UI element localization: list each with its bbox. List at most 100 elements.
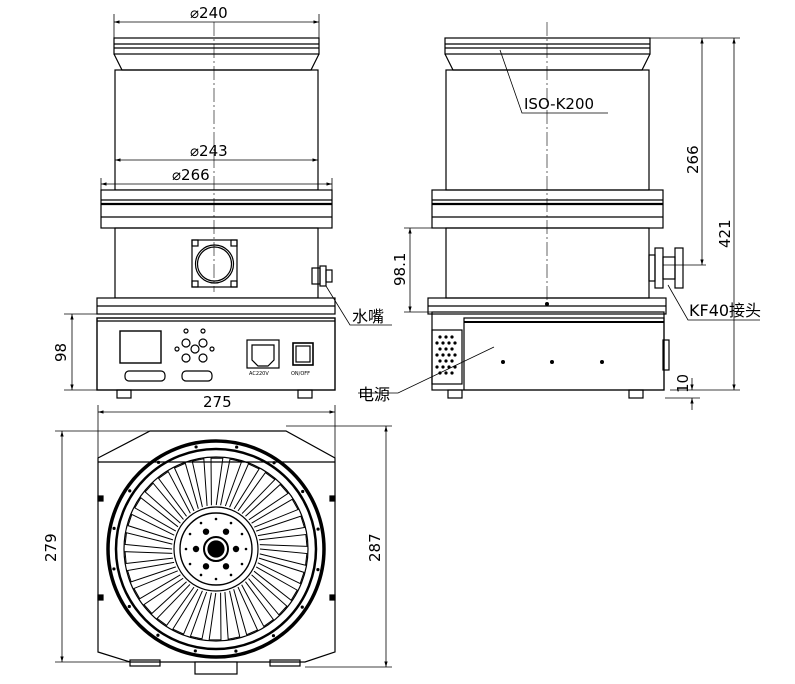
hub-bolt	[202, 528, 210, 535]
hub-hole	[240, 532, 244, 536]
side-controller-box	[431, 311, 665, 391]
rotor-blade	[241, 581, 275, 628]
front-top-flange	[113, 37, 320, 55]
rotor-blade	[156, 584, 195, 627]
rotor-blade	[257, 557, 305, 585]
front-connector-right	[181, 370, 213, 382]
rotor-blade	[210, 457, 224, 506]
hub-hole	[214, 577, 218, 581]
dim-total-height: 421	[716, 219, 734, 248]
dim-base-flange: ⌀266	[172, 166, 210, 184]
mount-hole	[156, 633, 160, 637]
dim-controller-height: 98	[52, 343, 70, 362]
rotor-blade	[191, 458, 208, 508]
side-upper-body	[445, 69, 650, 191]
front-controller-box	[96, 317, 336, 391]
label-iso-flange: ISO-K200	[524, 95, 594, 113]
dim-right-height: 287	[366, 533, 384, 562]
mount-hole	[156, 460, 161, 464]
rotor-blade	[256, 515, 306, 537]
rotor-blades	[124, 457, 308, 641]
rotor-blade	[233, 586, 259, 636]
mount-hole	[300, 605, 304, 609]
rotor-blade	[220, 458, 243, 507]
front-display	[119, 330, 162, 364]
hub-hole	[229, 573, 233, 577]
rotor-blade	[189, 591, 212, 640]
mount-hole	[271, 634, 276, 638]
label-kf-port: KF40接头	[689, 301, 761, 320]
mount-hole	[316, 568, 320, 572]
label-water-nozzle: 水嘴	[352, 307, 384, 326]
rotor-blade	[253, 566, 298, 602]
dim-body: ⌀243	[190, 142, 228, 160]
front-upper-body	[114, 69, 319, 191]
mount-hole	[235, 445, 239, 449]
hub-hole	[188, 532, 192, 536]
rotor-blade	[208, 592, 222, 641]
side-fan-grille	[431, 329, 463, 385]
hub-hole	[199, 573, 203, 577]
mount-hole	[272, 461, 276, 465]
rotor-blade	[124, 551, 174, 565]
mount-hole	[193, 649, 197, 653]
side-dimensions	[358, 37, 760, 410]
side-top-flange	[444, 37, 651, 55]
fan-grille-dots	[435, 302, 604, 375]
dim-port-height: 98.1	[391, 253, 409, 286]
rotor-blade	[126, 561, 176, 583]
dim-width: 275	[203, 393, 232, 411]
mount-hole	[234, 649, 238, 653]
rotor-blade	[237, 471, 276, 514]
dim-left-height: 279	[42, 533, 60, 562]
front-view	[96, 22, 336, 399]
mount-hole	[301, 489, 305, 494]
rotor-blade	[172, 588, 203, 635]
front-power-socket	[246, 339, 280, 369]
front-dimensions	[64, 14, 392, 391]
mount-hole	[112, 526, 116, 530]
dim-upper-height: 266	[684, 145, 702, 174]
bottom-outline	[97, 430, 336, 663]
power-label: AC220V	[249, 371, 269, 377]
dim-top-flange: ⌀240	[190, 4, 228, 22]
bottom-mount-holes	[112, 445, 320, 653]
mount-hole	[112, 567, 116, 571]
water-nozzle	[311, 265, 333, 287]
mount-hole	[128, 489, 132, 493]
front-connector-left	[124, 370, 166, 382]
rotor-blade	[245, 483, 289, 521]
hub-hole	[229, 521, 233, 525]
hub-hole	[184, 547, 188, 551]
label-power: 电源	[358, 385, 390, 404]
rotor-blade	[173, 462, 199, 512]
hub-bolt	[192, 545, 200, 553]
switch-label: ON/OFF	[291, 371, 310, 377]
bottom-hub	[179, 512, 253, 586]
bottom-outer-ring	[106, 439, 326, 659]
mount-hole	[194, 445, 198, 449]
side-view	[427, 22, 684, 399]
hub-bolt	[232, 545, 240, 553]
bottom-blade-ring	[123, 456, 309, 642]
mount-hole	[127, 604, 131, 609]
side-base-flange	[431, 189, 664, 229]
hub-bolt	[222, 563, 230, 570]
bottom-view	[97, 430, 336, 675]
rotor-blade	[229, 463, 260, 510]
rotor-blade	[127, 513, 175, 541]
front-power-switch	[292, 342, 314, 366]
front-window-flange	[191, 239, 238, 288]
rotor-blade	[259, 548, 308, 566]
hub-bolt	[222, 528, 230, 535]
side-lower-body	[445, 227, 650, 299]
rotor-blade	[258, 533, 308, 547]
hub-hole	[188, 562, 192, 566]
dim-feet: 10	[674, 374, 692, 393]
hub-hole	[240, 562, 244, 566]
mount-hole	[316, 527, 320, 531]
rotor-blade	[134, 496, 179, 532]
bottom-dimensions	[55, 405, 392, 668]
rotor-blade	[124, 532, 173, 550]
